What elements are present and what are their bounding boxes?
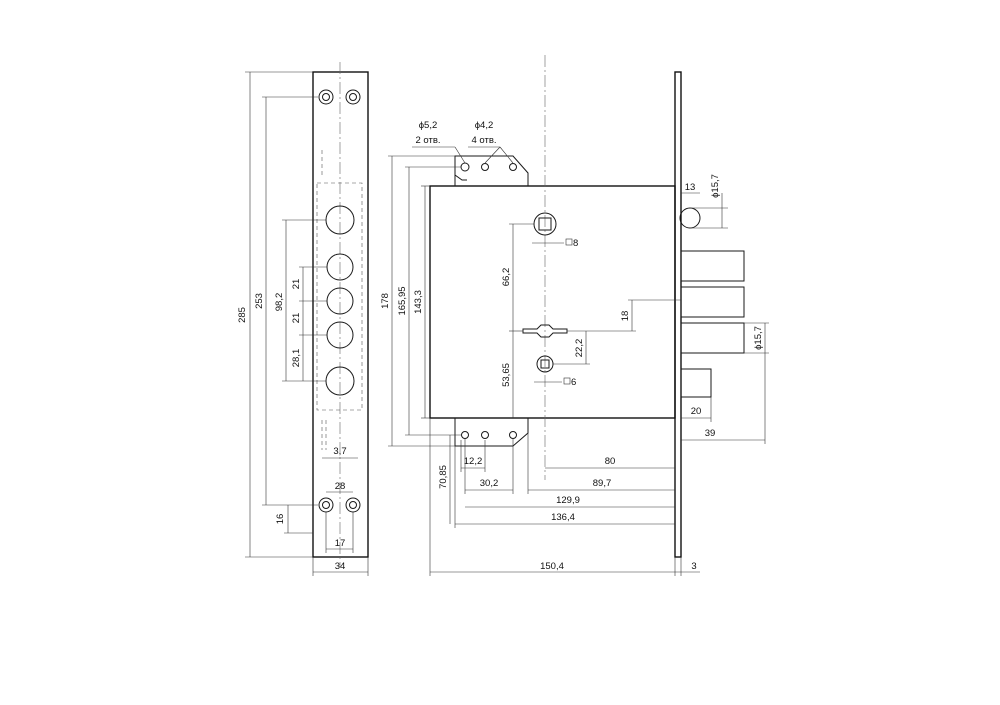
svg-text:4 отв.: 4 отв. [471,135,496,146]
dim-39: 39 [705,428,716,439]
spindle-square [538,217,552,231]
dim-17: 17 [335,538,346,549]
dim-21-a: 21 [291,279,302,290]
dim-18: 18 [620,311,631,322]
dim-square-8: 8 [573,238,578,249]
svg-text:ϕ5,2: ϕ5,2 [419,120,438,131]
top-bracket [454,155,529,186]
faceplate-view: 285 253 98,2 21 21 28,1 3,7 28 16 17 [237,62,369,576]
faceplate-bottom-holes [318,497,361,513]
dim-70-85: 70,85 [438,465,449,489]
dim-150-4: 150,4 [540,561,564,572]
svg-text:ϕ4,2: ϕ4,2 [475,120,494,131]
dim-3-7: 3,7 [333,446,346,457]
dim-28: 28 [335,481,346,492]
dim-22-2: 22,2 [574,339,585,358]
dim-21-b: 21 [291,313,302,324]
dim-129-9: 129,9 [556,495,580,506]
dim-80: 80 [605,456,616,467]
dim-98-2: 98,2 [274,293,285,312]
dim-66-2: 66,2 [501,268,512,287]
lock-case [429,185,676,419]
dim-253: 253 [254,293,265,309]
hole-callout-5-2: ϕ5,2 2 отв. [412,120,466,164]
front-plate [674,71,682,558]
dim-13: 13 [685,182,696,193]
dim-53-65: 53,65 [501,363,512,387]
dim-178: 178 [380,293,391,309]
keyhole [522,324,568,338]
lock-body-view: 8 6 178 165,95 143,3 66 [380,55,769,576]
dim-3: 3 [691,561,696,572]
dim-28-1: 28,1 [291,349,302,368]
dim-30-2: 30,2 [480,478,499,489]
lock-bolts [679,207,745,398]
faceplate-bolt-holes [325,205,355,396]
dim-165-95: 165,95 [397,286,408,315]
dim-16: 16 [275,514,286,525]
faceplate-outline [312,71,369,558]
dim-12-2: 12,2 [464,456,483,467]
hole-callout-4-2: ϕ4,2 4 отв. [468,120,514,164]
faceplate-top-holes [318,89,361,105]
svg-text:2 отв.: 2 отв. [415,135,440,146]
dim-bolt-dia-top: ϕ15,7 [710,174,721,198]
dim-285: 285 [237,307,248,323]
dim-143-3: 143,3 [413,290,424,314]
dim-89-7: 89,7 [593,478,612,489]
dim-136-4: 136,4 [551,512,575,523]
dim-bolt-dia-bottom: ϕ15,7 [753,326,764,350]
dim-34: 34 [335,561,346,572]
faceplate-inner-outline [316,182,363,411]
dim-20: 20 [691,406,702,417]
dim-square-6: 6 [571,377,576,388]
